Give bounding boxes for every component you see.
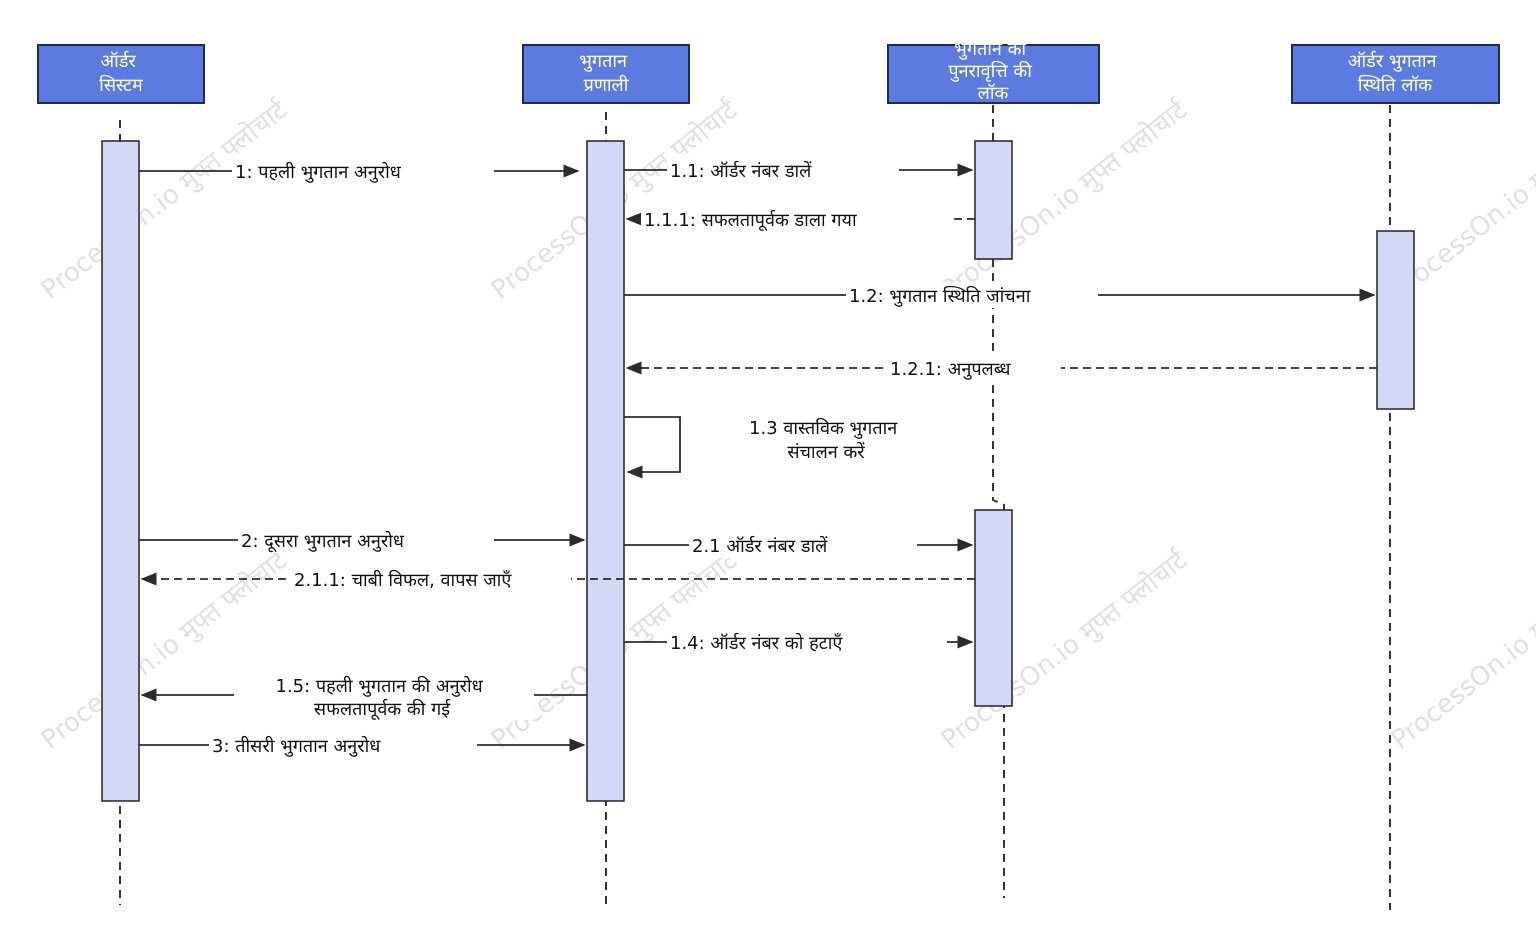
message-1-2-1[interactable]: 1.2.1: अनुपलब्ध xyxy=(625,355,1377,381)
message-label: 1.4: ऑर्डर नंबर को हटाएँ xyxy=(670,632,843,654)
actor-payment-system[interactable]: भुगतान प्रणाली xyxy=(522,44,690,104)
activation-duplicate-lock-2 xyxy=(974,509,1013,707)
message-label: 1.1: ऑर्डर नंबर डालें xyxy=(670,160,812,182)
watermark-text: ProcessOn.io मुफ्त फ्लोचार्ट xyxy=(1385,544,1536,755)
message-2-1-1[interactable]: 2.1.1: चाबी विफल, वापस जाएँ xyxy=(140,566,975,592)
actor-label: भुगतान की पुनरावृत्ति की लॉक xyxy=(948,38,1037,104)
message-3[interactable]: 3: तीसरी भुगतान अनुरोध xyxy=(139,732,586,758)
messages: 1: पहली भुगतान अनुरोध 1.1: ऑर्डर नंबर डा… xyxy=(139,157,1377,758)
message-label: 2: दूसरा भुगतान अनुरोध xyxy=(241,530,405,553)
activation-payment-system xyxy=(586,140,625,802)
message-1-1[interactable]: 1.1: ऑर्डर नंबर डालें xyxy=(624,157,974,183)
message-label: 2.1.1: चाबी विफल, वापस जाएँ xyxy=(294,569,512,591)
message-label: 1.1.1: सफलतापूर्वक डाला गया xyxy=(644,209,857,231)
message-label: 1: पहली भुगतान अनुरोध xyxy=(235,161,402,183)
message-label: 1.2: भुगतान स्थिति जांचना xyxy=(849,285,1031,307)
message-1-3[interactable]: 1.3 वास्तविक भुगतान संचालन करें xyxy=(624,416,903,479)
message-label: 2.1 ऑर्डर नंबर डालें xyxy=(692,535,828,557)
actor-duplicate-lock[interactable]: भुगतान की पुनरावृत्ति की लॉक xyxy=(887,38,1100,104)
actor-order-system[interactable]: ऑर्डर सिस्टम xyxy=(37,44,205,104)
message-2-1[interactable]: 2.1 ऑर्डर नंबर डालें xyxy=(624,532,974,558)
watermark-text: ProcessOn.io मुफ्त फ्लोचार्ट xyxy=(35,544,293,755)
actor-label: भुगतान प्रणाली xyxy=(579,51,632,96)
message-label: 1.2.1: अनुपलब्ध xyxy=(890,359,1011,380)
watermark-text: ProcessOn.io मुफ्त फ्लोचार्ट xyxy=(935,544,1193,755)
activation-bars xyxy=(101,140,1415,802)
message-2[interactable]: 2: दूसरा भुगतान अनुरोध xyxy=(139,527,586,553)
message-1-1-1[interactable]: 1.1.1: सफलतापूर्वक डाला गया xyxy=(625,206,975,232)
message-1-2[interactable]: 1.2: भुगतान स्थिति जांचना xyxy=(624,282,1376,308)
message-label: 1.5: पहली भुगतान की अनुरोध सफलतापूर्वक क… xyxy=(276,675,489,720)
watermark-text: ProcessOn.io मुफ्त फ्लोचार्ट xyxy=(35,94,293,305)
message-label: 3: तीसरी भुगतान अनुरोध xyxy=(212,735,381,757)
message-1-5[interactable]: 1.5: पहली भुगतान की अनुरोध सफलतापूर्वक क… xyxy=(140,674,587,720)
activation-duplicate-lock-1 xyxy=(974,140,1013,260)
message-1-4[interactable]: 1.4: ऑर्डर नंबर को हटाएँ xyxy=(624,629,974,655)
message-label: 1.3 वास्तविक भुगतान संचालन करें xyxy=(749,417,903,463)
actor-status-lock[interactable]: ऑर्डर भुगतान स्थिति लॉक xyxy=(1291,44,1500,104)
actor-headers: ऑर्डर सिस्टम भुगतान प्रणाली भुगतान की पु… xyxy=(37,38,1500,104)
actor-label: ऑर्डर सिस्टम xyxy=(99,50,144,96)
actor-label: ऑर्डर भुगतान स्थिति लॉक xyxy=(1348,50,1443,96)
watermark-text: ProcessOn.io मुफ्त फ्लोचार्ट xyxy=(935,94,1193,305)
activation-order-system xyxy=(101,140,140,802)
activation-status-lock xyxy=(1376,230,1415,410)
message-1[interactable]: 1: पहली भुगतान अनुरोध xyxy=(139,158,580,184)
